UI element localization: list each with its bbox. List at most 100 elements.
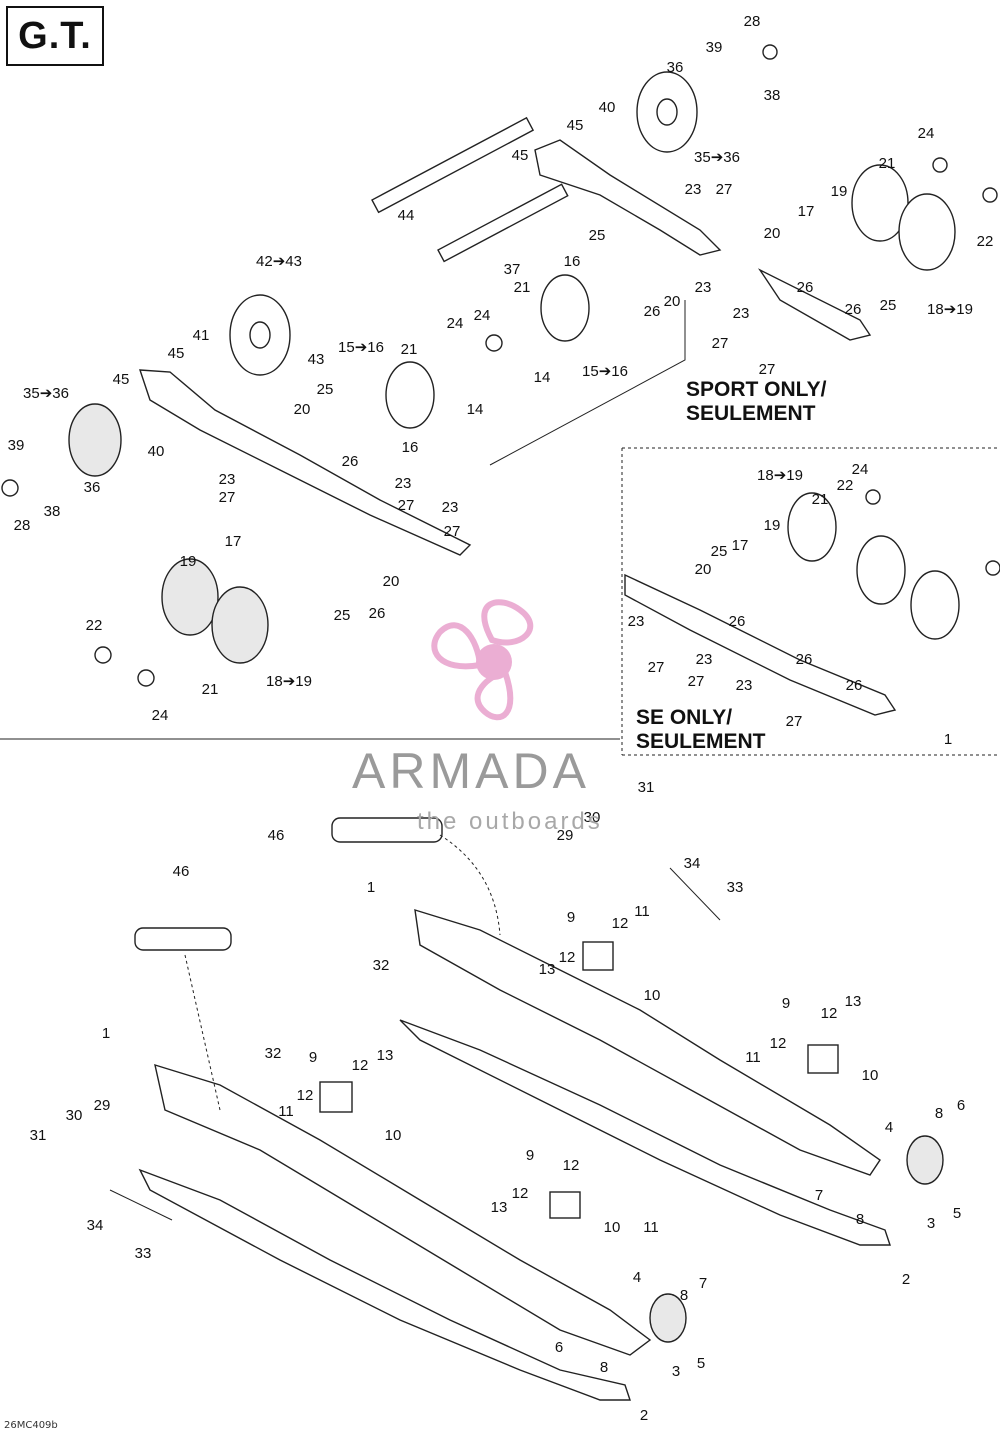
part-callout: 39 [706,39,723,56]
part-callout: 24 [152,707,169,724]
part-callout: 12 [559,949,576,966]
part-callout: 9 [309,1049,317,1066]
part-callout: 23 [695,279,712,296]
se-only-line1: SE ONLY/ [636,706,733,729]
part-callout: 36 [667,59,684,76]
sport-leader-line [489,300,686,466]
part-callout: 20 [664,293,681,310]
rail-1-upper [414,909,881,1176]
part-callout: 1 [944,731,952,748]
part-callout: 41 [193,327,210,344]
part-callout: 23 [219,471,236,488]
cap-28 [762,44,778,60]
cap-24 [982,187,998,203]
part-callout: 27 [759,361,776,378]
part-callout: 40 [599,99,616,116]
part-callout: 26 [846,677,863,694]
part-callout: 33 [135,1245,152,1262]
part-callout: 23 [736,677,753,694]
part-callout: 27 [398,497,415,514]
part-callout: 27 [688,673,705,690]
part-callout: 39 [8,437,25,454]
part-callout: 11 [745,1049,761,1066]
part-callout: 12 [563,1157,580,1174]
part-callout: 23 [628,613,645,630]
cap-24 [137,669,155,687]
se-rail-segment [624,573,897,716]
cap-24 [985,560,1000,576]
part-callout: 18➔19 [757,467,803,484]
part-callout: 5 [953,1205,961,1222]
idler-wheel-hub [249,321,271,349]
part-callout: 17 [732,537,749,554]
part-callout: 26 [845,301,862,318]
part-callout: 1 [102,1025,110,1042]
part-callout: 26 [729,613,746,630]
part-callout: 12 [821,1005,838,1022]
part-callout: 13 [491,1199,508,1216]
part-callout: 24 [918,125,935,142]
part-callout: 19 [180,553,197,570]
part-callout: 21 [514,279,531,296]
part-callout: 27 [712,335,729,352]
part-callout: 33 [727,879,744,896]
stopper-9 [549,1191,581,1219]
part-callout: 30 [66,1107,83,1124]
se-only-label: SE ONLY/ SEULEMENT [636,706,766,754]
part-callout: 35➔36 [23,385,69,402]
part-callout: 23 [733,305,750,322]
cap-24 [485,334,503,352]
part-callout: 9 [782,995,790,1012]
decal-46 [331,817,443,843]
part-callout: 12 [512,1185,529,1202]
part-callout: 24 [474,307,491,324]
part-callout: 26 [369,605,386,622]
part-callout: 13 [845,993,862,1010]
part-callout: 22 [977,233,994,250]
stopper-9 [582,941,614,971]
part-callout: 31 [30,1127,47,1144]
part-callout: 27 [444,523,461,540]
decal-leader [439,834,501,936]
part-callout: 21 [401,341,418,358]
sport-only-line2: SEULEMENT [686,402,816,425]
part-callout: 26 [644,303,661,320]
part-callout: 13 [539,961,556,978]
watermark-name: ARMADA [352,743,590,799]
idler-wheel [856,535,906,605]
idler-wheel [161,558,219,636]
part-callout: 19 [764,517,781,534]
idler-wheel [540,274,590,342]
part-callout: 6 [957,1097,965,1114]
decal-46 [134,927,232,951]
part-callout: 3 [927,1215,935,1232]
idler-wheel-hub [656,98,678,126]
part-callout: 14 [467,401,484,418]
part-callout: 16 [402,439,419,456]
part-callout: 24 [447,315,464,332]
part-callout: 21 [879,155,896,172]
part-callout: 42➔43 [256,253,302,270]
part-callout: 11 [643,1219,659,1236]
part-callout: 45 [512,147,529,164]
part-callout: 25 [589,227,606,244]
drive-wheel [68,403,122,477]
se-only-wheel-group [624,489,1000,716]
part-callout: 34 [87,1217,104,1234]
part-callout: 23 [442,499,459,516]
part-callout: 8 [935,1105,943,1122]
part-callout: 21 [202,681,219,698]
part-callout: 36 [84,479,101,496]
part-callout: 26 [342,453,359,470]
part-callout: 12 [352,1057,369,1074]
idler-wheel [910,570,960,640]
part-callout: 29 [94,1097,111,1114]
part-callout: 45 [113,371,130,388]
part-callout: 45 [567,117,584,134]
part-callout: 35➔36 [694,149,740,166]
suspension-frame-rear [534,139,722,256]
part-callout: 23 [395,475,412,492]
part-callout: 20 [695,561,712,578]
idler-wheel [787,492,837,562]
